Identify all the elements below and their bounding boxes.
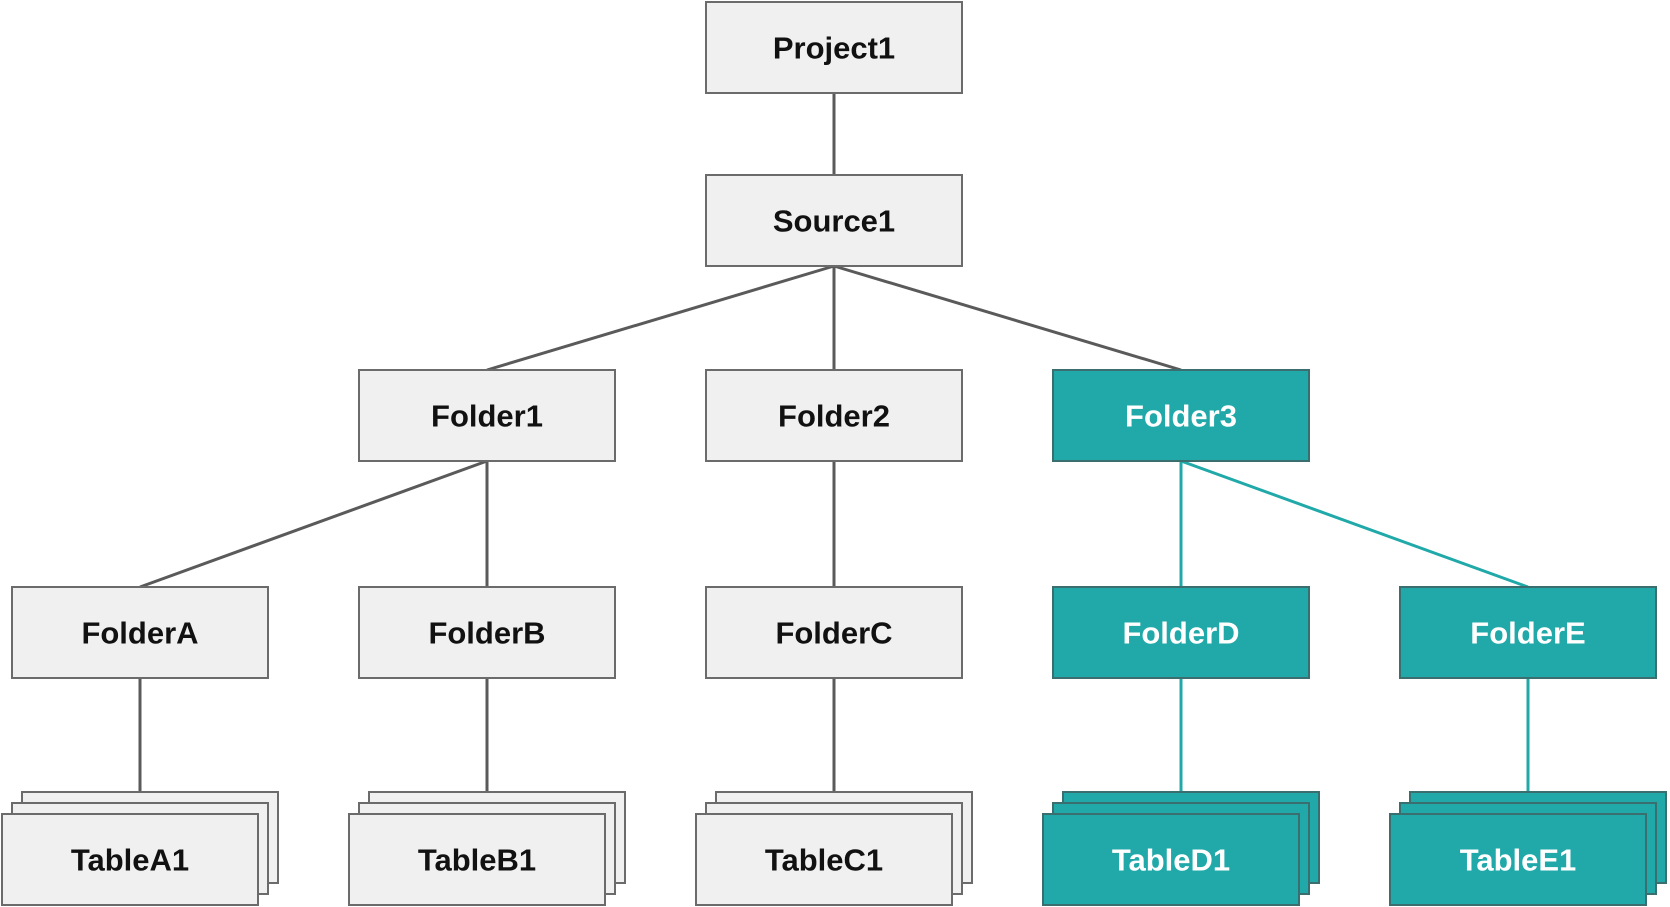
- node-tabled1: TableD1: [1042, 791, 1320, 906]
- node-source1-box: [705, 174, 963, 267]
- node-folderc-box: [705, 586, 963, 679]
- edge-source1-folder3: [833, 264, 1182, 372]
- edge-folder3-foldere: [1180, 459, 1529, 589]
- node-foldera: FolderA: [11, 586, 269, 679]
- node-tablec1-label: TableC1: [765, 843, 883, 878]
- node-folderd: FolderD: [1052, 586, 1310, 679]
- node-project1: Project1: [705, 1, 963, 94]
- node-source1-label: Source1: [773, 204, 895, 239]
- node-tabled1-box: [1042, 813, 1300, 906]
- node-folderd-label: FolderD: [1122, 616, 1239, 651]
- node-tablea1-label: TableA1: [71, 843, 189, 878]
- node-tablee1-box: [1389, 813, 1647, 906]
- node-folderb-box: [358, 586, 616, 679]
- node-tablec1-box: [695, 813, 953, 906]
- node-folder2-box: [705, 369, 963, 462]
- node-tablea1: TableA1: [1, 791, 279, 906]
- node-folder3-box: [1052, 369, 1310, 462]
- node-folderc-label: FolderC: [775, 616, 892, 651]
- node-folder1: Folder1: [358, 369, 616, 462]
- node-folder3-label: Folder3: [1125, 399, 1237, 434]
- node-folderb-label: FolderB: [428, 616, 545, 651]
- node-tablea1-box: [1, 813, 259, 906]
- node-foldere-label: FolderE: [1470, 616, 1585, 651]
- node-folder2-label: Folder2: [778, 399, 890, 434]
- edges-layer: [138, 93, 1530, 792]
- node-foldere: FolderE: [1399, 586, 1657, 679]
- edge-folder1-foldera: [139, 459, 488, 589]
- node-folder1-label: Folder1: [431, 399, 543, 434]
- node-folder1-box: [358, 369, 616, 462]
- edge-source1-folder1: [486, 264, 835, 372]
- node-folderc: FolderC: [705, 586, 963, 679]
- node-folder3: Folder3: [1052, 369, 1310, 462]
- node-tablec1: TableC1: [695, 791, 973, 906]
- node-folderd-box: [1052, 586, 1310, 679]
- node-project1-label: Project1: [773, 31, 895, 66]
- node-folderb: FolderB: [358, 586, 616, 679]
- node-tablee1: TableE1: [1389, 791, 1667, 906]
- node-source1: Source1: [705, 174, 963, 267]
- node-tablee1-label: TableE1: [1460, 843, 1577, 878]
- node-tableb1: TableB1: [348, 791, 626, 906]
- node-folder2: Folder2: [705, 369, 963, 462]
- node-foldere-box: [1399, 586, 1657, 679]
- node-tabled1-label: TableD1: [1112, 843, 1230, 878]
- node-tableb1-label: TableB1: [418, 843, 536, 878]
- node-foldera-label: FolderA: [81, 616, 198, 651]
- node-project1-box: [705, 1, 963, 94]
- node-foldera-box: [11, 586, 269, 679]
- node-tableb1-box: [348, 813, 606, 906]
